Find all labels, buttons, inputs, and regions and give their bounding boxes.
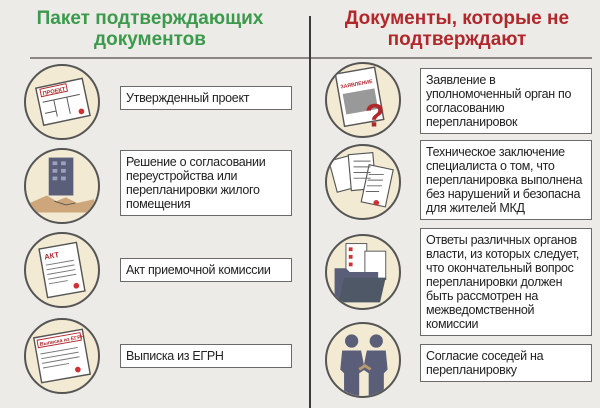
neighbors-handshake-icon xyxy=(325,322,401,398)
folder-checklist-icon xyxy=(325,234,401,310)
project-plan-icon: ПРОЕКТ xyxy=(24,64,100,140)
act-document-icon: АКТ xyxy=(24,232,100,308)
list-item: Акт приемочной комиссии xyxy=(120,258,292,282)
svg-text:ПРОЕКТ: ПРОЕКТ xyxy=(42,87,66,98)
list-item: Ответы различных органов власти, из кото… xyxy=(420,228,592,336)
list-item: Согласие соседей на перепланировку xyxy=(420,344,592,382)
right-column-title: Документы, которые не подтверждают xyxy=(344,8,570,50)
application-question-icon: ЗАЯВЛЕНИЕ? xyxy=(325,62,401,138)
svg-text:?: ? xyxy=(365,98,385,134)
building-handshake-icon xyxy=(24,148,100,224)
documents-stack-icon xyxy=(325,144,401,220)
list-item: Выписка из ЕГРН xyxy=(120,344,292,368)
list-item: Решение о согласовании переустройства ил… xyxy=(120,150,292,216)
list-item: Заявление в уполномоченный орган по согл… xyxy=(420,68,592,134)
left-column-title: Пакет подтверждающих документов xyxy=(36,8,264,50)
list-item: Утвержденный проект xyxy=(120,86,292,110)
column-divider xyxy=(309,16,311,408)
svg-text:АКТ: АКТ xyxy=(44,250,61,262)
header-divider xyxy=(30,57,592,59)
list-item: Техническое заключение специалиста о том… xyxy=(420,140,592,220)
egrn-extract-icon: Выписка из ЕГРН xyxy=(24,318,100,394)
svg-text:ЗАЯВЛЕНИЕ: ЗАЯВЛЕНИЕ xyxy=(340,79,374,91)
